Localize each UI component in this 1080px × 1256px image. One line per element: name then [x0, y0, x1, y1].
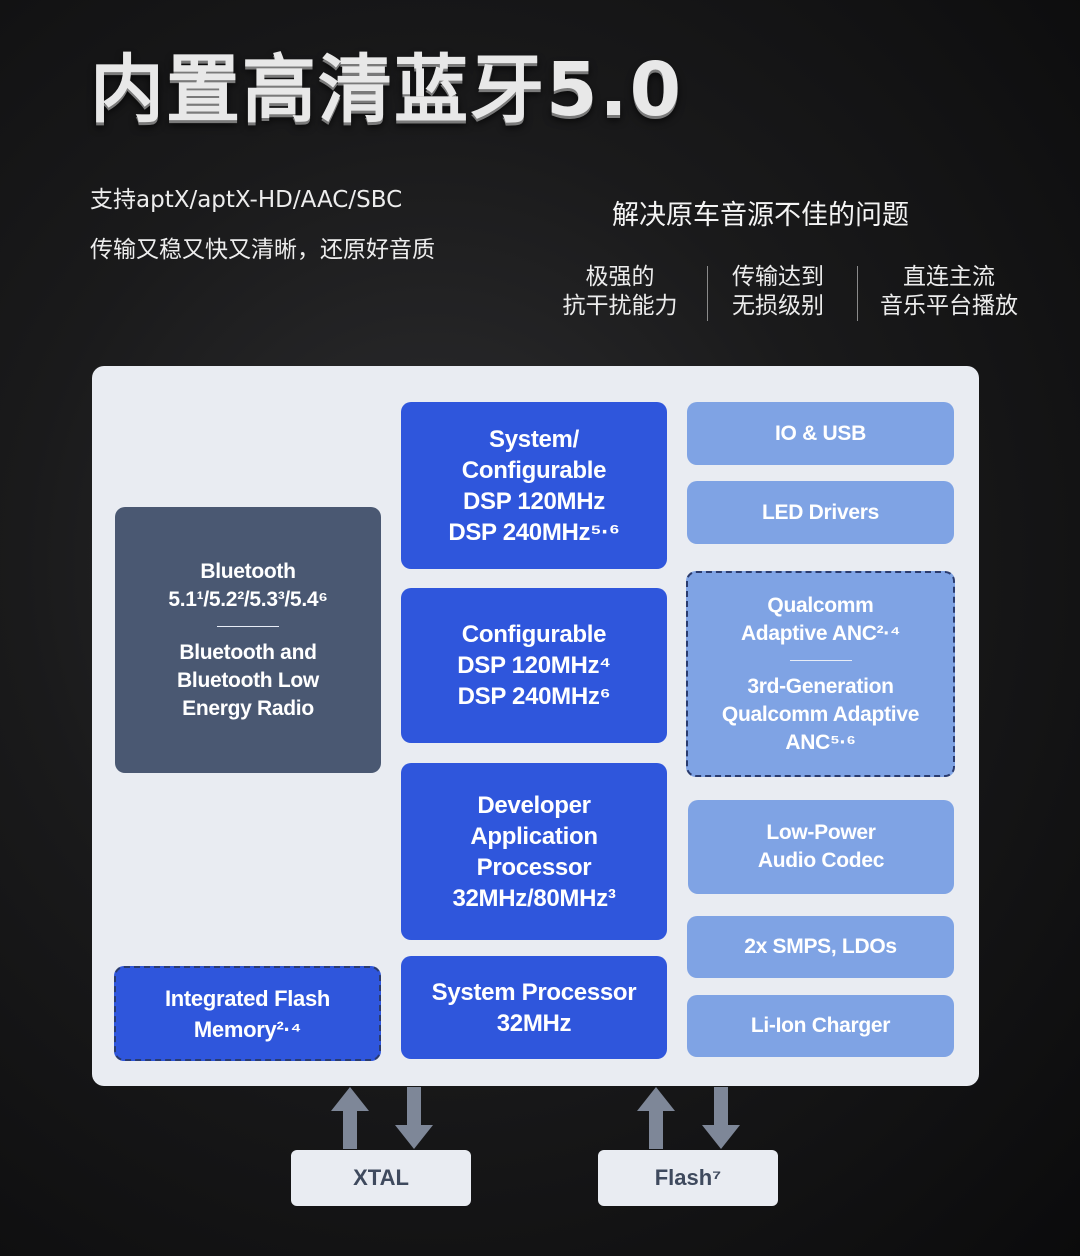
block-label: IO & USB [775, 421, 866, 445]
feature-line: 直连主流 [903, 264, 995, 290]
block-label: System Processor [431, 978, 637, 1006]
io-usb-block: IO & USB [687, 402, 954, 465]
block-label: DSP 240MHz⁵·⁶ [448, 518, 620, 546]
arrow-down-icon [395, 1087, 433, 1149]
block-label: Bluetooth [200, 559, 296, 583]
block-label: Developer [477, 791, 591, 819]
block-label: DSP 120MHz⁴ [457, 652, 611, 679]
block-label: Li-Ion Charger [750, 1014, 891, 1037]
feature-platforms: 直连主流 音乐平台播放 [872, 263, 1026, 321]
feature-line: 极强的 [585, 264, 655, 290]
block-label: Integrated Flash [164, 985, 331, 1011]
feature-line: 传输达到 [732, 264, 824, 290]
block-label: DSP 240MHz⁶ [457, 683, 611, 710]
block-label: DSP 120MHz [463, 487, 605, 515]
block-label: 2x SMPS, LDOs [744, 935, 897, 958]
li-ion-charger-block: Li-Ion Charger [687, 995, 954, 1057]
block-label: System/ [489, 425, 579, 453]
arrow-down-icon [702, 1087, 740, 1149]
xtal-block: XTAL [291, 1150, 471, 1206]
application-processor-block: Developer Application Processor 32MHz/80… [401, 763, 667, 940]
integrated-flash-block: Integrated Flash Memory²·⁴ [114, 966, 381, 1061]
bluetooth-radio-block: Bluetooth 5.1¹/5.2²/5.3³/5.4⁶ Bluetooth … [115, 507, 381, 773]
block-label: 3rd-Generation [747, 674, 894, 698]
block-label: Audio Codec [757, 849, 885, 872]
problem-headline: 解决原车音源不佳的问题 [612, 200, 909, 231]
block-label: Qualcomm [767, 593, 874, 617]
block-label: Configurable [461, 456, 607, 484]
feature-line: 音乐平台播放 [880, 293, 1018, 319]
feature-line: 无损级别 [732, 293, 824, 319]
feature-anti-interference: 极强的 抗干扰能力 [555, 263, 685, 321]
block-label: 32MHz/80MHz³ [452, 884, 616, 912]
block-label: Processor [476, 853, 592, 881]
feature-divider [857, 266, 858, 321]
arrow-up-icon [331, 1087, 369, 1149]
page-title: 内置高清蓝牙5.0 [90, 47, 684, 133]
audio-codec-block: Low-Power Audio Codec [688, 800, 954, 894]
block-label: Bluetooth and [179, 640, 317, 664]
block-label: Application [470, 822, 598, 850]
block-label: Low-Power [766, 821, 876, 844]
block-label: XTAL [353, 1165, 409, 1190]
block-label: Flash⁷ [654, 1165, 722, 1190]
codec-support-text: 支持aptX/aptX-HD/AAC/SBC [90, 187, 403, 213]
external-flash-block: Flash⁷ [598, 1150, 778, 1206]
system-dsp-block: System/ Configurable DSP 120MHz DSP 240M… [401, 402, 667, 569]
led-drivers-block: LED Drivers [687, 481, 954, 544]
feature-line: 抗干扰能力 [562, 293, 678, 319]
block-divider [789, 659, 852, 661]
smps-ldo-block: 2x SMPS, LDOs [687, 916, 954, 978]
block-label: Configurable [461, 621, 607, 648]
block-label: Energy Radio [182, 696, 314, 720]
block-label: Bluetooth Low [177, 668, 319, 692]
feature-lossless: 传输达到 无损级别 [720, 263, 836, 321]
feature-divider [707, 266, 708, 321]
block-label: 32MHz [496, 1009, 572, 1037]
block-divider [217, 625, 279, 627]
block-label: Memory²·⁴ [193, 1016, 302, 1042]
configurable-dsp-block: Configurable DSP 120MHz⁴ DSP 240MHz⁶ [401, 588, 667, 743]
block-label: Adaptive ANC²·⁴ [740, 621, 901, 645]
quality-tagline: 传输又稳又快又清晰，还原好音质 [90, 237, 435, 263]
block-label: LED Drivers [762, 500, 879, 524]
adaptive-anc-block: Qualcomm Adaptive ANC²·⁴ 3rd-Generation … [686, 571, 955, 777]
system-processor-block: System Processor 32MHz [401, 956, 667, 1059]
block-label: Qualcomm Adaptive [721, 702, 920, 726]
arrow-up-icon [637, 1087, 675, 1149]
block-label: ANC⁵·⁶ [785, 730, 856, 754]
block-label: 5.1¹/5.2²/5.3³/5.4⁶ [168, 587, 328, 611]
